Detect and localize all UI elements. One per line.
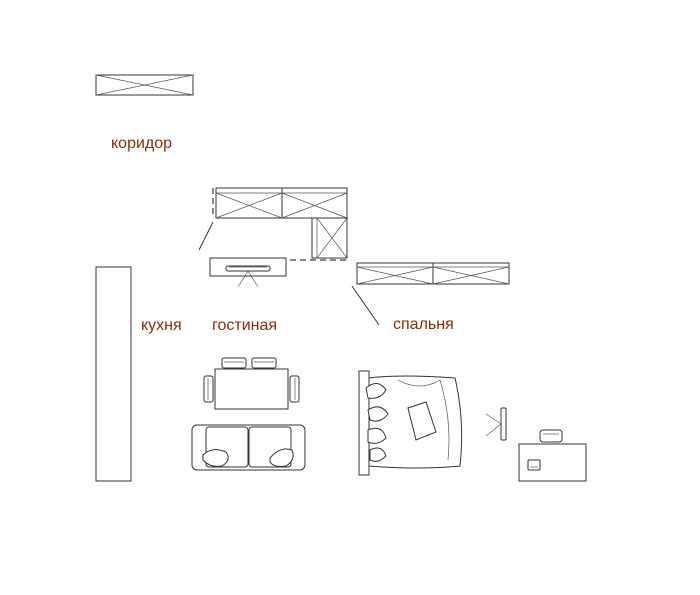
room-label-kitchen: кухня: [141, 317, 182, 334]
living-door-line: [198, 221, 214, 251]
kitchen-counter: [95, 266, 132, 482]
bedroom-wardrobe: [356, 262, 510, 285]
room-label-bedroom: спальня: [393, 316, 454, 333]
dining-table: [203, 357, 300, 410]
room-label-living: гостиная: [212, 317, 278, 334]
sofa: [191, 424, 306, 471]
bedroom-door-line: [351, 285, 380, 326]
tv-stand: [209, 257, 287, 288]
room-label-corridor: коридор: [111, 135, 173, 152]
bed: [358, 370, 463, 476]
corridor-wardrobe: [95, 74, 194, 96]
bedroom-tv: [485, 407, 507, 441]
living-wardrobe: [215, 187, 348, 259]
desk: [518, 429, 587, 482]
